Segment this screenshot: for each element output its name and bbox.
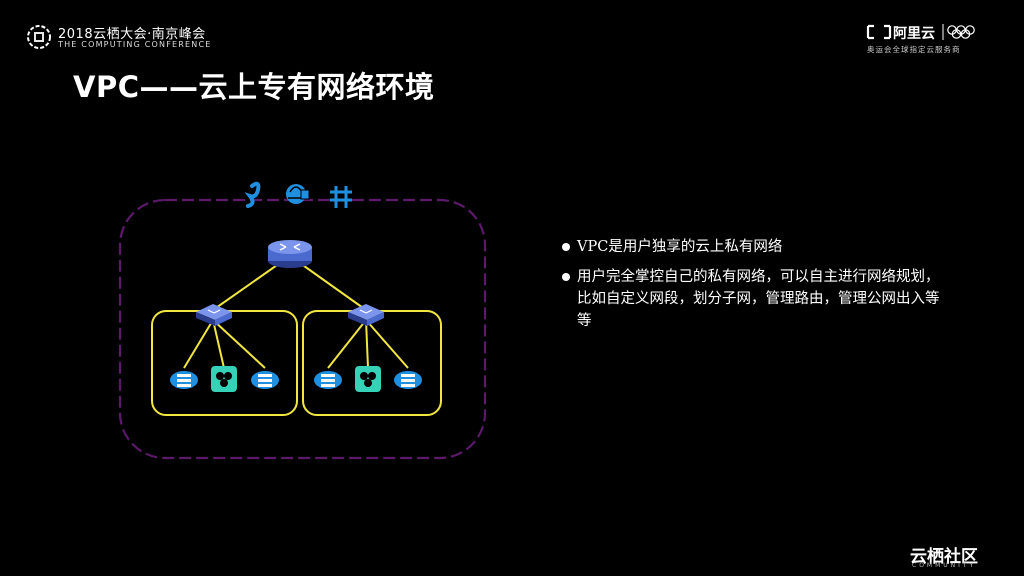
eip-label: EIP (248, 210, 258, 217)
switch-right-label: 交换机 (398, 290, 437, 306)
nat-icon (330, 186, 352, 208)
ecs-label-a: ECS (180, 397, 192, 404)
vpc-network-diagram: 华北1 VPC EIP VPN NAT 路由器 (118, 179, 487, 460)
vpn-label: VPN (290, 210, 302, 217)
zone-a-label: 可用区A (194, 421, 243, 436)
database-icon (355, 366, 381, 392)
vpc-label: VPC (149, 239, 178, 254)
router-icon (268, 240, 312, 268)
footer-subtitle: COMMUNITY (912, 562, 977, 569)
region-label: 华北1 (152, 179, 186, 194)
ecs-cloud-icon (251, 371, 279, 389)
bullet-text: VPC是用户独享的云上私有网络 (577, 239, 783, 255)
switch-left-icon (196, 304, 232, 326)
bullet-dot-icon (562, 243, 570, 251)
olympic-rings-icon (947, 25, 975, 39)
event-subtitle: THE COMPUTING CONFERENCE (58, 40, 212, 49)
zone-b-label: 可用区B (343, 421, 392, 436)
brand-subtitle: 奥运会全球指定云服务商 (867, 45, 961, 54)
zone-a-border (151, 310, 298, 416)
eip-icon (244, 181, 261, 208)
event-title: 2018云栖大会·南京峰会 (58, 27, 206, 42)
ecs-cloud-icon (394, 371, 422, 389)
bullet-dot-icon (562, 273, 570, 281)
slide-title: VPC——云上专有网络环境 (73, 70, 435, 104)
router-label: 路由器 (325, 248, 364, 264)
switch-right-icon (348, 304, 384, 326)
bullet-item: 用户完全掌控自己的私有网络，可以自主进行网络规划，比如自定义网段，划分子网，管理… (562, 266, 942, 332)
brand-name: 阿里云 (893, 26, 935, 42)
database-icon (211, 366, 237, 392)
vpn-icon (286, 184, 310, 204)
nat-label: NAT (334, 210, 346, 217)
footer-logo: 云栖社区 (910, 547, 978, 567)
switch-left-label: 交换机 (154, 290, 193, 306)
event-logo-icon (27, 25, 51, 49)
ecs-cloud-icon (170, 371, 198, 389)
bullet-item: VPC是用户独享的云上私有网络 (562, 236, 942, 258)
bullet-list: VPC是用户独享的云上私有网络 用户完全掌控自己的私有网络，可以自主进行网络规划… (562, 236, 942, 340)
ecs-label-b: ECS (321, 397, 333, 404)
ecs-cloud-icon (314, 371, 342, 389)
aliyun-logo-icon (866, 24, 975, 40)
bullet-text: 用户完全掌控自己的私有网络，可以自主进行网络规划，比如自定义网段，划分子网，管理… (577, 269, 940, 329)
